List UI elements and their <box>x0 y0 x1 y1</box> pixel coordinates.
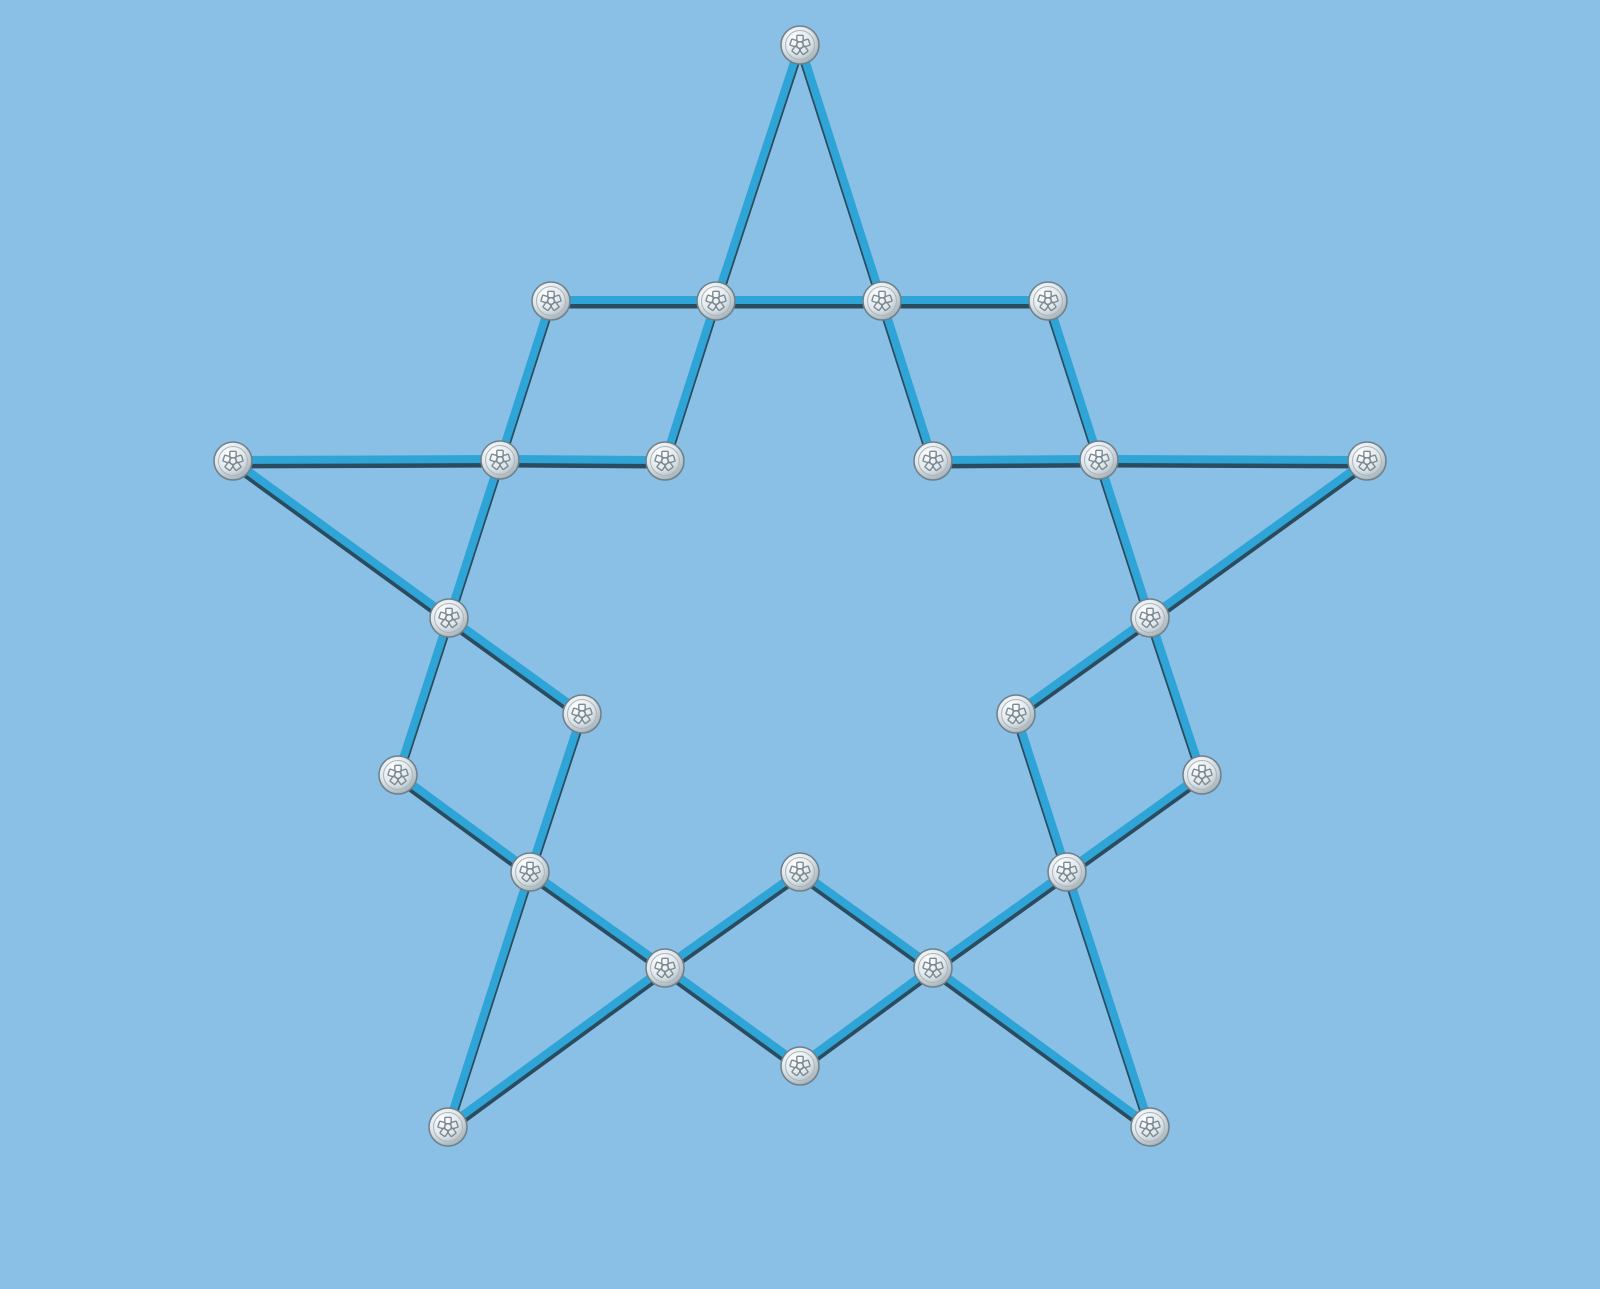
strut-body <box>930 963 1153 1130</box>
strut <box>495 298 556 465</box>
balls-layer <box>213 25 1387 1147</box>
strut-body <box>230 456 452 621</box>
strut-body <box>394 615 453 776</box>
strut <box>1098 455 1368 469</box>
strut <box>716 296 882 309</box>
strut <box>932 455 1100 469</box>
strut <box>797 867 936 975</box>
strut-body <box>1146 615 1206 776</box>
node-ball <box>429 598 469 638</box>
strut-body <box>1063 869 1154 1128</box>
strut-body <box>878 298 937 462</box>
strut-body <box>1098 455 1368 464</box>
strut <box>1064 770 1205 879</box>
strut <box>527 867 668 975</box>
strut-body <box>662 867 803 971</box>
strut <box>393 615 454 780</box>
strut-body <box>796 42 886 302</box>
node-ball <box>645 441 685 481</box>
node-ball <box>780 25 820 65</box>
strut <box>445 963 668 1134</box>
node-ball <box>862 281 902 321</box>
strut-body <box>527 867 668 971</box>
strut <box>795 42 887 306</box>
strut <box>1147 456 1370 625</box>
strut-body <box>526 711 586 873</box>
node-ball <box>1182 755 1222 795</box>
strut <box>662 963 803 1073</box>
strut-body <box>445 963 668 1130</box>
strut <box>662 867 803 975</box>
strut <box>232 455 501 469</box>
strut-body <box>932 455 1100 464</box>
node-ball <box>913 441 953 481</box>
strut-body <box>395 770 533 875</box>
strut-body <box>712 42 804 302</box>
strut <box>551 296 716 309</box>
strut-body <box>232 455 501 464</box>
strut <box>1043 298 1104 465</box>
node-ball <box>510 852 550 892</box>
node-ball <box>378 755 418 795</box>
node-ball <box>1079 440 1119 480</box>
strut <box>1011 711 1072 877</box>
node-ball <box>696 281 736 321</box>
strut-body <box>661 298 720 462</box>
strut <box>930 867 1070 975</box>
strut-body <box>1013 613 1153 717</box>
strut <box>444 457 505 623</box>
strut-body <box>445 457 504 619</box>
node-ball <box>480 440 520 480</box>
strut-body <box>1095 457 1154 619</box>
strut <box>395 770 533 879</box>
strut <box>525 711 587 877</box>
node-ball <box>913 948 953 988</box>
strut <box>499 455 666 469</box>
strut <box>882 296 1048 309</box>
node-ball <box>213 441 253 481</box>
strut <box>230 456 452 625</box>
node-ball <box>780 852 820 892</box>
strut-body <box>797 963 936 1069</box>
strut <box>1013 613 1153 721</box>
strut <box>443 869 535 1132</box>
strut <box>711 42 805 306</box>
strut <box>877 298 938 466</box>
strut-body <box>1064 770 1205 875</box>
node-ball <box>1130 598 1170 638</box>
node-ball <box>780 1046 820 1086</box>
node-ball <box>531 281 571 321</box>
strut-body <box>499 455 666 464</box>
node-ball <box>562 694 602 734</box>
strut <box>1094 457 1155 623</box>
strut <box>660 298 721 466</box>
strut-body <box>1147 456 1370 621</box>
node-ball <box>428 1107 468 1147</box>
strut-body <box>444 869 534 1128</box>
strut-body <box>662 963 803 1069</box>
strut-body <box>496 298 555 461</box>
strut <box>1145 615 1207 780</box>
strut-body <box>1044 298 1103 461</box>
node-ball <box>996 694 1036 734</box>
node-ball <box>1028 281 1068 321</box>
strut <box>446 613 585 721</box>
node-ball <box>1130 1107 1170 1147</box>
node-ball <box>1347 441 1387 481</box>
node-ball <box>645 948 685 988</box>
strut-body <box>1012 711 1071 873</box>
strut-body <box>446 613 585 717</box>
strut <box>1062 869 1155 1132</box>
strut-body <box>797 867 936 971</box>
strut-body <box>930 867 1070 971</box>
strut <box>797 963 936 1073</box>
struts-layer <box>230 42 1370 1134</box>
node-ball <box>1047 852 1087 892</box>
strut <box>930 963 1153 1134</box>
